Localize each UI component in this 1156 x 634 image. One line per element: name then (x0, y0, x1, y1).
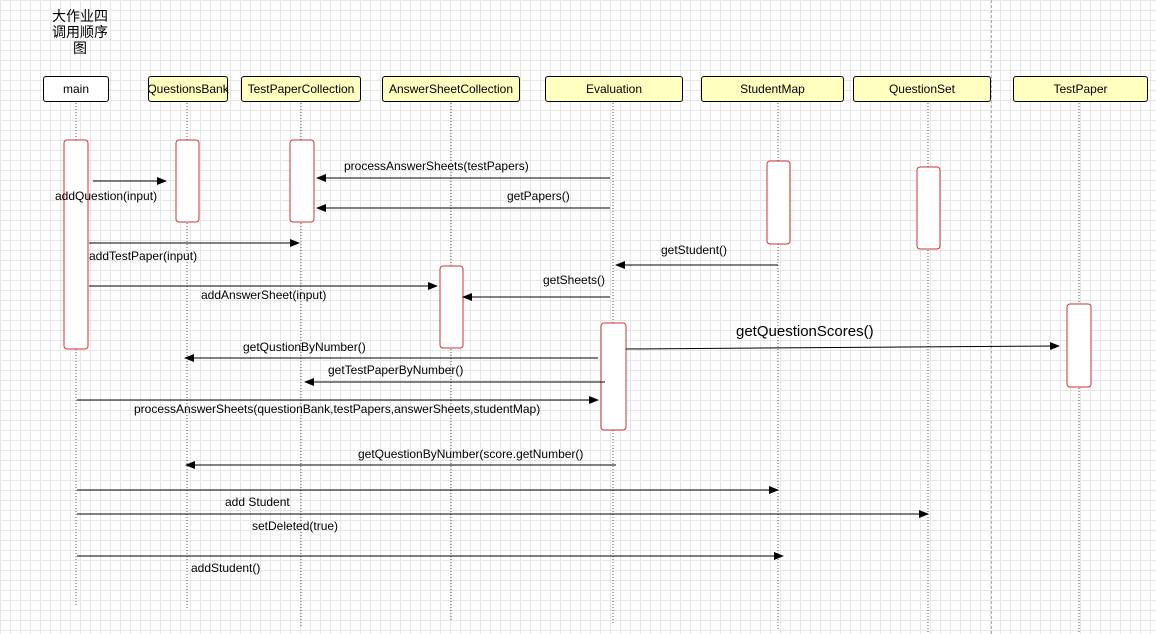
participant-testpaper-label: TestPaper (1053, 82, 1108, 96)
participant-questionset[interactable]: QuestionSet (853, 76, 991, 102)
page-boundary-line (991, 0, 992, 634)
participant-answersheetcollection-label: AnswerSheetCollection (388, 82, 514, 96)
participant-studentmap-label: StudentMap (740, 82, 805, 96)
participant-main-label: main (62, 82, 89, 96)
message-label: getSheets() (543, 273, 606, 287)
participant-main[interactable]: main (43, 76, 109, 102)
diagram-title: 大作业四 调用顺序 图 (52, 8, 108, 56)
message-label: getQuestionByNumber(score.getNumber() (358, 447, 584, 461)
message-label: addStudent() (191, 561, 261, 575)
participant-questionset-label: QuestionSet (888, 82, 956, 96)
participant-answersheetcollection[interactable]: AnswerSheetCollection (382, 76, 520, 102)
message-label: addTestPaper(input) (89, 249, 198, 263)
message-label: getStudent() (661, 243, 728, 257)
participant-testpapercollection[interactable]: TestPaperCollection (241, 76, 361, 102)
participant-evaluation-label: Evaluation (585, 82, 643, 96)
activation-box (63, 139, 89, 350)
activation-box (175, 139, 200, 223)
message-label: getPapers() (507, 189, 570, 203)
activation-box (1066, 303, 1092, 388)
activation-box (916, 166, 941, 250)
participant-testpaper[interactable]: TestPaper (1013, 76, 1148, 102)
message-label: processAnswerSheets(questionBank,testPap… (134, 402, 541, 416)
activation-box (600, 322, 627, 431)
message-label: setDeleted(true) (252, 519, 339, 533)
message-label: addAnswerSheet(input) (201, 288, 327, 302)
participant-questionsbank[interactable]: QuestionsBank (147, 76, 229, 102)
participant-studentmap[interactable]: StudentMap (701, 76, 844, 102)
message-label: processAnswerSheets(testPapers) (344, 159, 529, 173)
participant-evaluation[interactable]: Evaluation (545, 76, 683, 102)
message-label: add Student (225, 495, 290, 509)
message-label: addQuestion(input) (55, 189, 158, 203)
message-label: getTestPaperByNumber() (328, 363, 464, 377)
message-arrow (625, 342, 1060, 351)
message-label: getQustionByNumber() (243, 340, 366, 354)
participant-questionsbank-label: QuestionsBank (147, 82, 229, 96)
message-label: getQuestionScores() (736, 323, 874, 340)
activation-box (766, 160, 791, 245)
participant-testpapercollection-label: TestPaperCollection (247, 82, 355, 96)
activation-box (439, 265, 464, 349)
activation-box (289, 139, 315, 223)
